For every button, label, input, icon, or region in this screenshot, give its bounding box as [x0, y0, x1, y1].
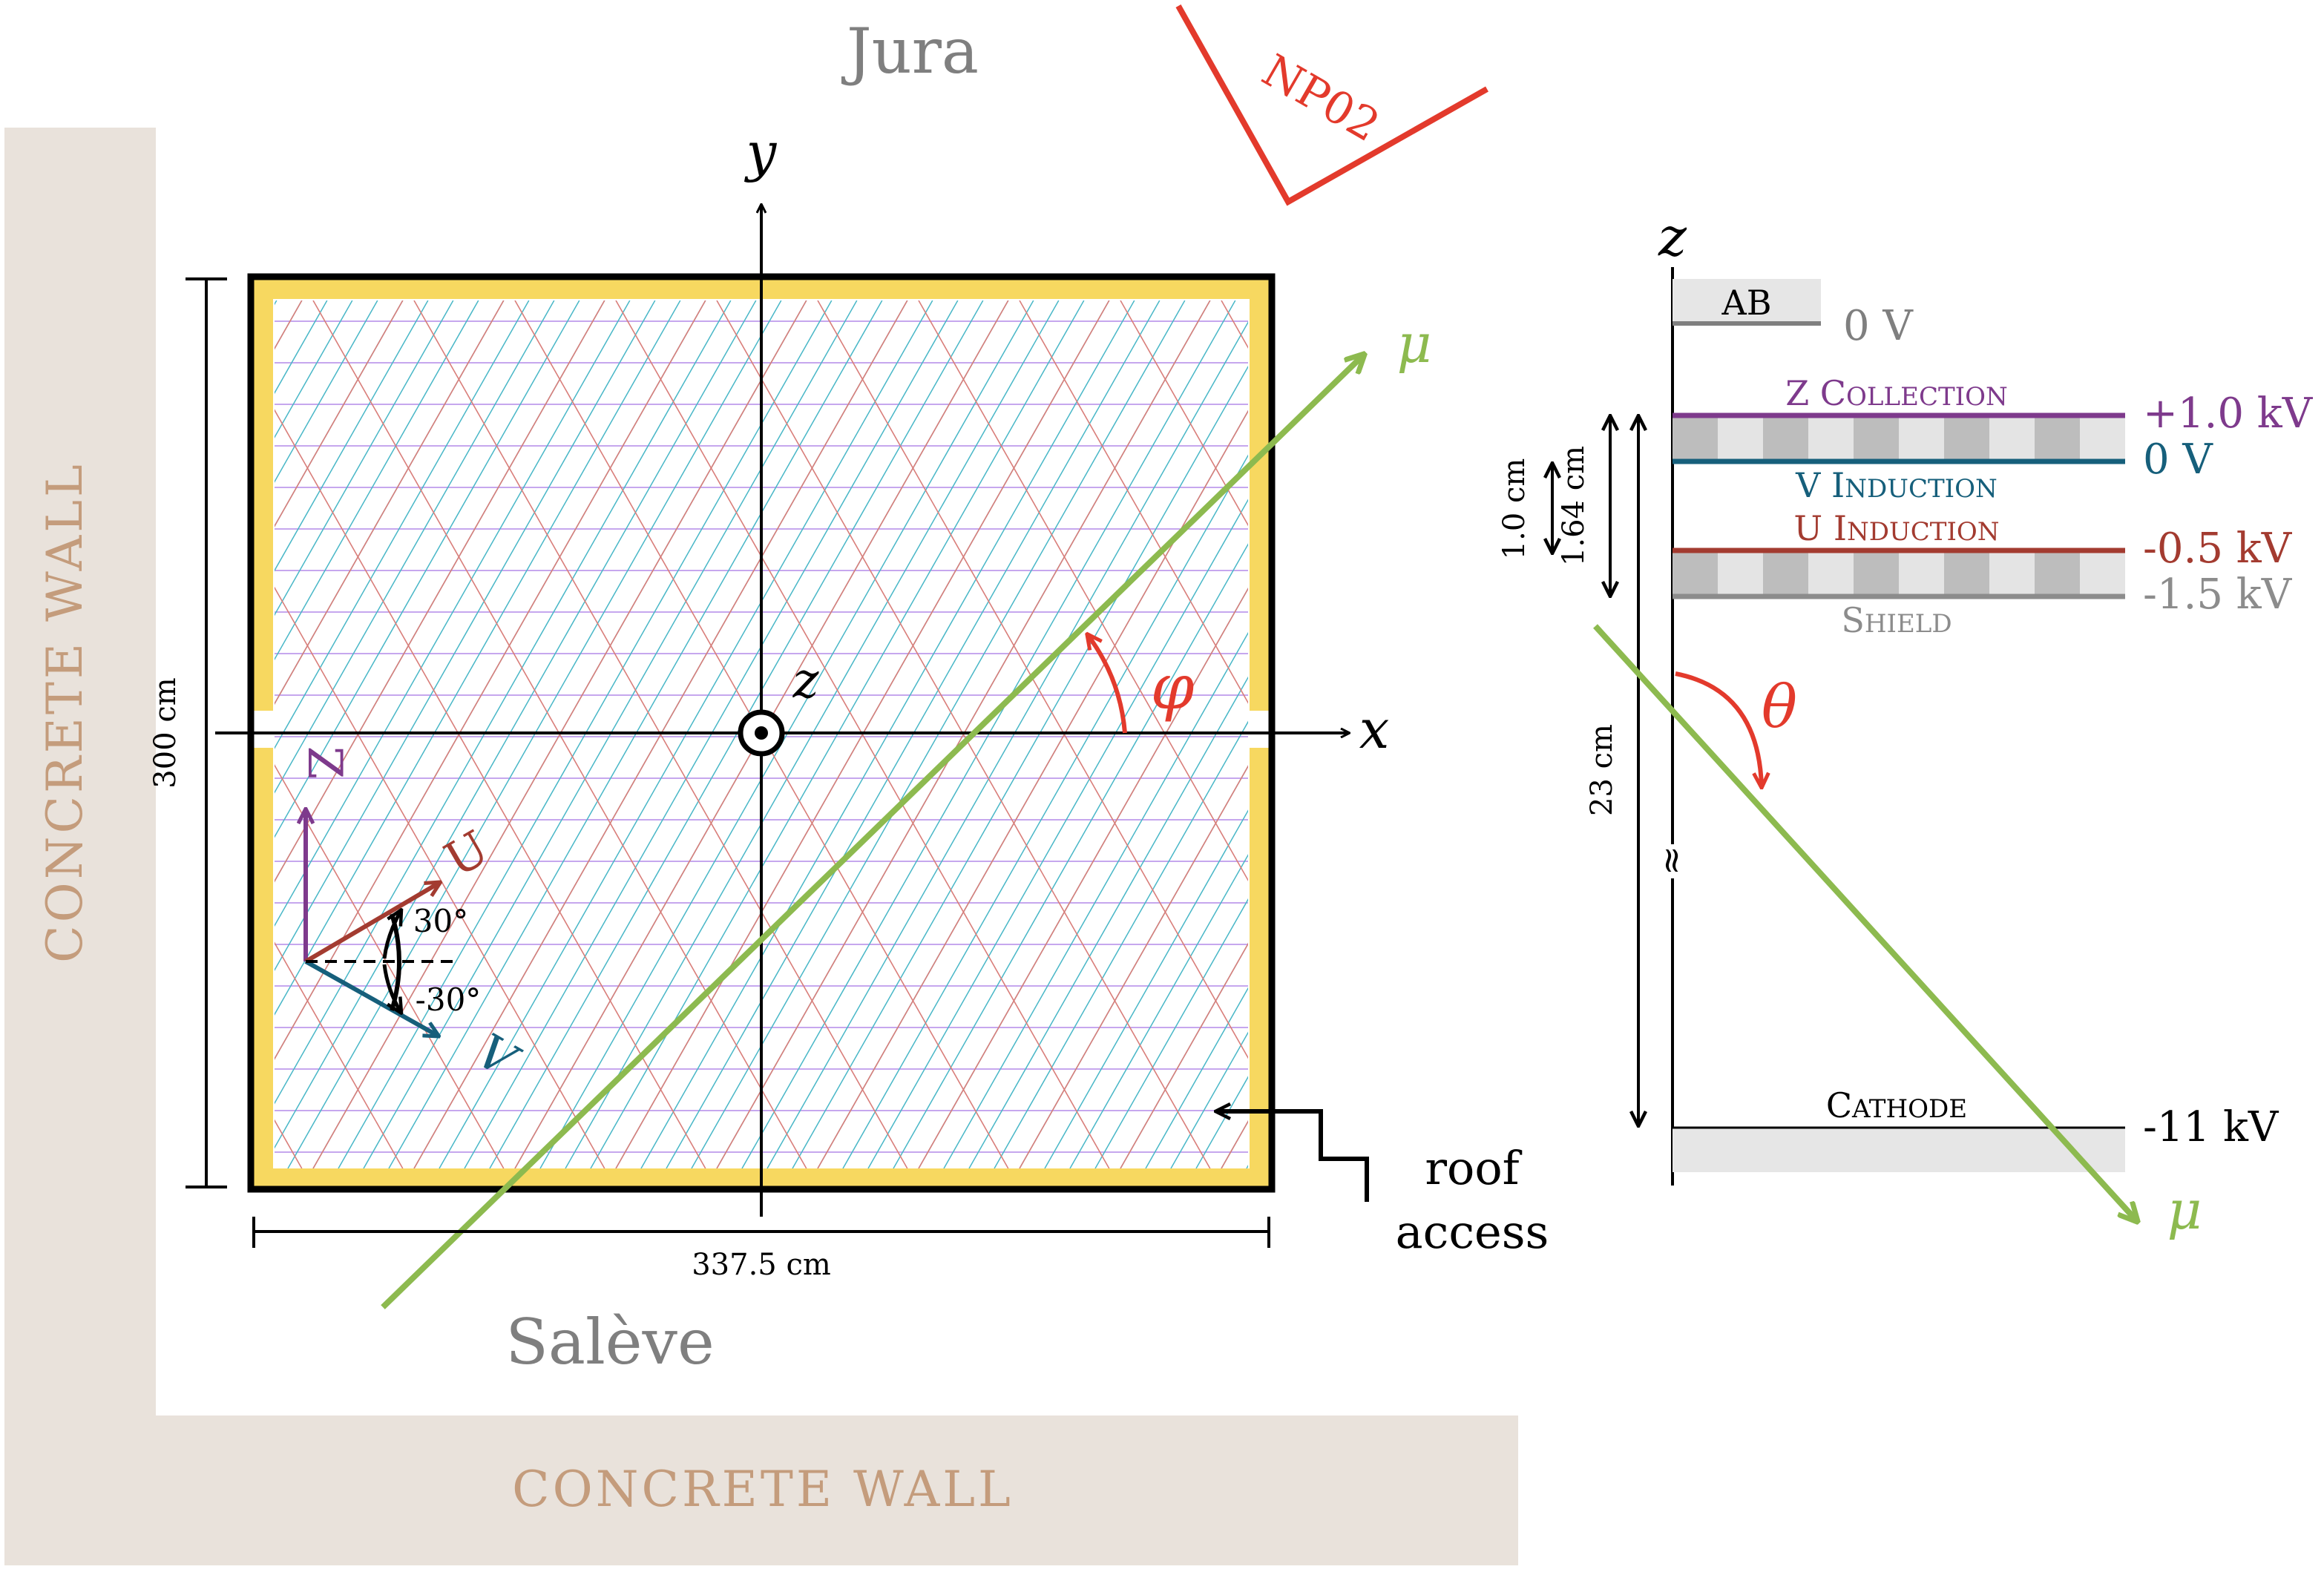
np02-label: NP02 — [1253, 45, 1388, 152]
pcb-segment — [1808, 415, 1854, 461]
pcb-segment — [2035, 550, 2080, 596]
u-induction-label: U INDUCTION — [1793, 508, 1999, 548]
v-induction-label: V INDUCTION — [1795, 465, 1998, 505]
roof-access-label-2: access — [1396, 1205, 1549, 1259]
z-collection-label: Z COLLECTION — [1785, 373, 2008, 413]
muon-label-side: μ — [2167, 1179, 2202, 1241]
concrete-wall-left-label: CONCRETE WALL — [36, 461, 93, 963]
v-wire — [275, 300, 454, 616]
ab-layer-label: AB — [1721, 283, 1771, 323]
muon-label-top: μ — [1397, 312, 1432, 375]
dim-23cm-label: 23 cm — [1585, 724, 1619, 816]
shield-voltage: -1.5 kV — [2143, 571, 2293, 619]
side-z-axis-label: z — [1658, 205, 1687, 268]
pcb-segment — [1718, 415, 1763, 461]
u-wire — [1120, 300, 1248, 527]
z-axis-label-top: z — [792, 652, 820, 709]
cathode-fill — [1673, 1128, 2125, 1172]
np02-outline — [1175, 4, 1488, 206]
pcb-segment — [1854, 415, 1899, 461]
pcb-segment — [1673, 550, 1718, 596]
dim-1cm-label: 1.0 cm — [1497, 458, 1532, 560]
u-wire — [275, 300, 404, 527]
u-wire — [1019, 300, 1248, 704]
angle-arc-minus30 — [382, 964, 401, 1012]
angle-arc-30 — [382, 911, 401, 959]
pcb-bottom-strip — [1673, 550, 2125, 596]
ab-voltage: 0 V — [1843, 302, 1914, 350]
south-label: Salève — [505, 1306, 714, 1378]
v-wire-arrow — [304, 959, 438, 1036]
pcb-segment — [2080, 415, 2125, 461]
u-wire — [1019, 765, 1248, 1168]
v-wire — [1094, 898, 1248, 1168]
pcb-segment — [1763, 550, 1808, 596]
width-dim-label: 337.5 cm — [692, 1248, 831, 1282]
pcb-segment — [1944, 415, 1989, 461]
pcb-segment — [1854, 550, 1899, 596]
pcb-segment — [1899, 550, 1944, 596]
u-wire — [275, 941, 404, 1168]
theta-label: θ — [1762, 672, 1797, 741]
frame-gap-left — [251, 711, 275, 748]
x-axis-label: x — [1359, 698, 1390, 760]
u-wire — [275, 300, 505, 706]
cathode-voltage: -11 kV — [2143, 1103, 2279, 1151]
roof-access-path — [1217, 1111, 1369, 1202]
theta-arc — [1675, 671, 1762, 786]
z-axis-dot — [755, 726, 768, 740]
frame-gap-right — [1250, 711, 1272, 748]
pcb-segment — [1718, 550, 1763, 596]
u-wire-arrow — [304, 883, 439, 964]
pcb-top-strip — [1673, 415, 2125, 461]
angle-minus30-label: -30° — [416, 982, 482, 1018]
phi-arc — [1088, 635, 1127, 734]
muon-track-top — [381, 355, 1364, 1309]
v-wire — [275, 300, 429, 572]
roof-access-label-1: roof — [1425, 1141, 1522, 1195]
pcb-segment — [1673, 415, 1718, 461]
cathode-label: CATHODE — [1826, 1085, 1967, 1125]
concrete-wall-bottom — [4, 1415, 1518, 1565]
z-wire-label: Z — [297, 746, 352, 779]
pcb-segment — [2035, 415, 2080, 461]
z-collection-voltage: +1.0 kV — [2143, 389, 2314, 438]
concrete-wall-bottom-label: CONCRETE WALL — [512, 1461, 1014, 1518]
v-wire — [275, 300, 378, 483]
angle-30-label: 30° — [413, 903, 468, 939]
v-induction-voltage: 0 V — [2143, 435, 2213, 484]
north-label: Jura — [841, 15, 979, 88]
pcb-segment — [1808, 550, 1854, 596]
shield-label: SHIELD — [1841, 600, 1952, 640]
v-wire — [1069, 854, 1248, 1168]
dim-1-64cm-label: 1.64 cm — [1557, 446, 1591, 566]
phi-label: φ — [1151, 651, 1195, 723]
y-axis-label: y — [744, 121, 778, 183]
v-wire — [1044, 809, 1248, 1168]
u-wire — [1120, 942, 1248, 1168]
u-induction-voltage: -0.5 kV — [2143, 525, 2293, 573]
pcb-segment — [1989, 550, 2035, 596]
v-wire — [1145, 987, 1248, 1168]
muon-track-side — [1593, 624, 2137, 1221]
pcb-segment — [1944, 550, 1989, 596]
pcb-segment — [1899, 415, 1944, 461]
angle-arc-full — [390, 913, 401, 1011]
u-wire — [275, 763, 505, 1168]
pcb-segment — [1763, 415, 1808, 461]
v-wire — [275, 300, 479, 661]
pcb-segment — [1989, 415, 2035, 461]
concrete-wall-left — [4, 128, 156, 1565]
height-dim-label: 300 cm — [148, 677, 183, 788]
ab-layer-fill — [1673, 279, 1821, 322]
pcb-segment — [2080, 550, 2125, 596]
axis-break-symbol: ≈ — [1652, 846, 1693, 875]
axis-break-gap — [1661, 844, 1684, 878]
